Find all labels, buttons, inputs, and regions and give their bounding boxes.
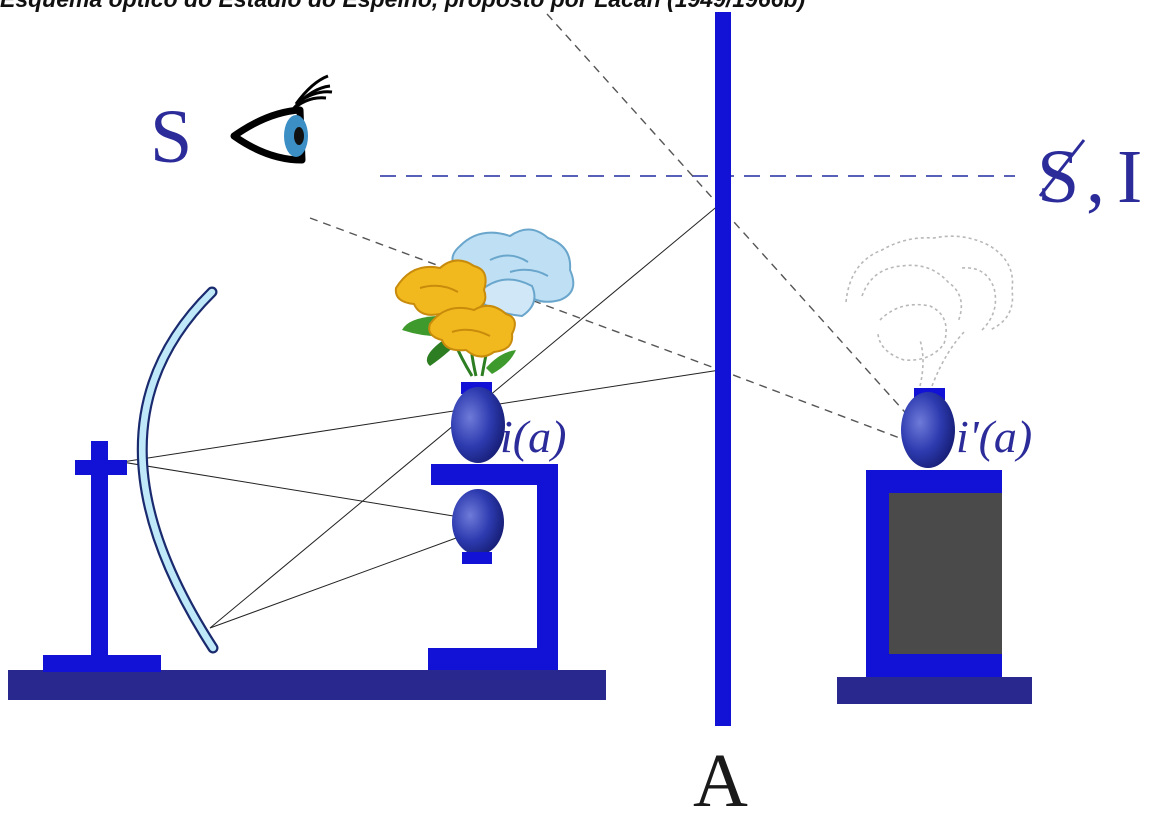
hidden-vase	[452, 489, 504, 564]
left-base-platform	[8, 670, 606, 700]
real-image-vase	[451, 382, 505, 463]
virtual-box	[866, 470, 1002, 677]
eye-icon	[230, 74, 333, 164]
ghost-flowers	[845, 235, 1014, 387]
concave-mirror	[136, 286, 219, 654]
mirror-stand	[43, 441, 161, 672]
label-plane-mirror: A	[693, 739, 748, 812]
object-box	[428, 464, 558, 670]
right-base-platform	[837, 677, 1032, 704]
virtual-image-vase	[901, 388, 955, 468]
label-image: I	[1117, 135, 1142, 219]
label-virtual-image: i'(a)	[956, 411, 1032, 462]
virtual-rays	[309, 13, 913, 441]
flower-bouquet-icon	[394, 228, 575, 377]
label-subject-virtual: S	[1037, 135, 1079, 219]
label-real-image: i(a)	[500, 411, 566, 462]
subject-strike	[1038, 139, 1086, 197]
label-image-separator: ,	[1086, 135, 1105, 219]
plane-mirror	[715, 12, 731, 726]
label-subject: S	[150, 95, 192, 179]
figure-caption: Esquema óptico do Estádio do Espelho, pr…	[0, 0, 805, 13]
